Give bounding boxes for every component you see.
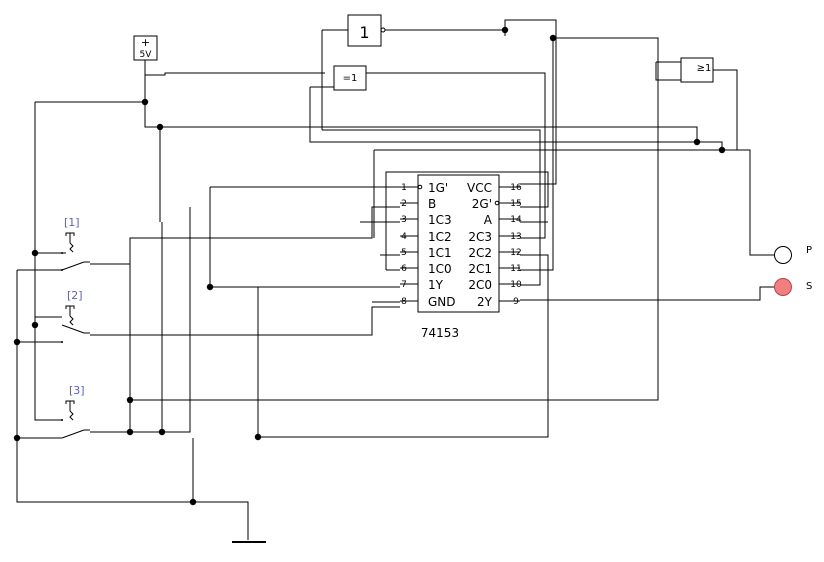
or-gate[interactable]: ≥1: [680, 57, 714, 83]
xor-gate-label: =1: [343, 73, 358, 84]
pin-number: 1: [401, 183, 407, 193]
pin-number: 12: [510, 248, 521, 258]
switch-2-label: [2]: [67, 289, 83, 302]
power-voltage: 5V: [140, 50, 153, 60]
pin-number: 13: [510, 232, 521, 242]
pin-1-inversion-bubble: [417, 184, 423, 190]
pin-label: 1C1: [428, 246, 452, 260]
pin-label: 1C3: [428, 213, 452, 227]
pin-label: 2C1: [468, 262, 492, 276]
output-s-lamp: [774, 278, 792, 296]
pin-number: 16: [510, 183, 522, 193]
pin-number: 8: [401, 297, 407, 307]
not-gate-label: 1: [359, 23, 369, 42]
pin-label: B: [428, 197, 436, 211]
pin-number: 3: [401, 215, 407, 225]
switch-1[interactable]: [1]: [61, 216, 90, 271]
pin-label: A: [484, 213, 493, 227]
switch-2[interactable]: [2]: [61, 289, 90, 343]
chip-left-pins: 1 1G' 2 B 3 1C3 4 1C2 5 1C1 6 1C0 7 1Y 8…: [401, 181, 455, 309]
power-source[interactable]: + 5V: [133, 35, 158, 61]
chip-74153[interactable]: 74153: [417, 174, 500, 340]
pin-number: 2: [401, 199, 407, 209]
pin-15-inversion-bubble: [494, 200, 500, 206]
junctions: [13, 26, 726, 506]
chip-name: 74153: [421, 326, 459, 340]
output-s-label: S: [806, 281, 812, 292]
switch-3-label: [3]: [69, 384, 85, 397]
pin-number: 7: [401, 280, 407, 290]
output-p: P: [774, 245, 812, 264]
chip-pin-lines: [400, 186, 520, 302]
pin-number: 15: [510, 199, 521, 209]
pin-label: 2C2: [468, 246, 492, 260]
or-gate-label: ≥1: [697, 63, 712, 74]
pin-label: 2C3: [468, 230, 492, 244]
pin-label: 1C0: [428, 262, 452, 276]
switch-1-label: [1]: [64, 216, 80, 229]
output-p-lamp: [774, 246, 792, 264]
not-gate[interactable]: 1: [347, 14, 386, 47]
pin-label: 2Y: [477, 295, 493, 309]
pin-label: 2C0: [468, 278, 492, 292]
pin-label: 2G': [472, 197, 492, 211]
pin-number: 11: [510, 264, 521, 274]
power-plus: +: [141, 36, 150, 49]
pin-label: 1G': [428, 181, 448, 195]
pin-label: GND: [428, 295, 456, 309]
output-s: S: [774, 278, 812, 296]
wires: [16, 19, 774, 540]
pin-number: 14: [510, 215, 522, 225]
output-p-label: P: [806, 245, 812, 256]
switch-3[interactable]: [3]: [61, 384, 90, 439]
pin-label: 1C2: [428, 230, 452, 244]
pin-label: VCC: [467, 181, 492, 195]
xor-gate[interactable]: =1: [333, 65, 367, 91]
pin-number: 9: [513, 297, 519, 307]
pin-number: 6: [401, 264, 407, 274]
chip-right-pins: 16 VCC 15 2G' 14 A 13 2C3 12 2C2 11 2C1 …: [467, 181, 522, 309]
pin-label: 1Y: [428, 278, 444, 292]
pin-number: 5: [401, 248, 407, 258]
pin-number: 4: [401, 232, 407, 242]
pin-number: 10: [510, 280, 522, 290]
